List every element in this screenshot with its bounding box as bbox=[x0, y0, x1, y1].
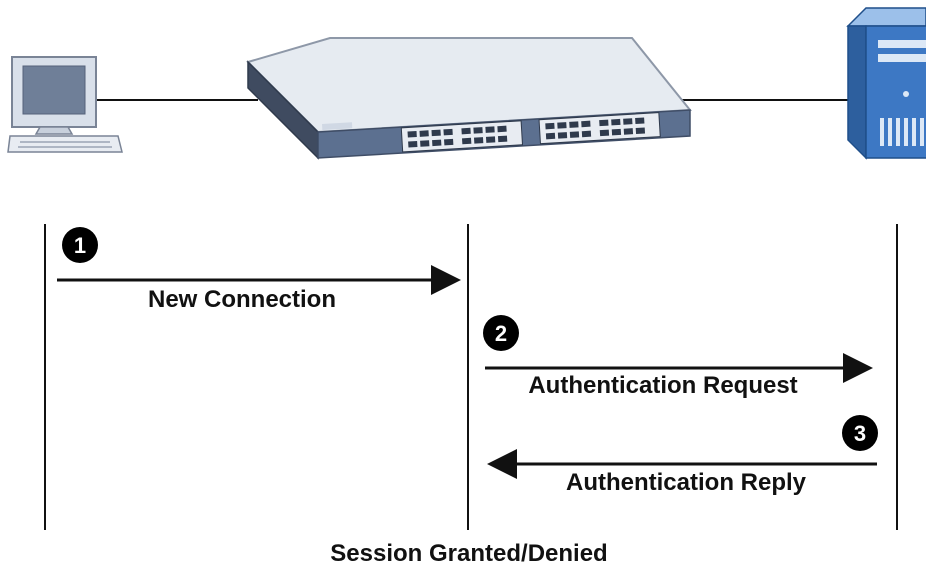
server-tower-icon bbox=[846, 7, 926, 160]
step-1-new-connection: 1 New Connection bbox=[57, 227, 461, 313]
message-label: Authentication Reply bbox=[566, 469, 807, 496]
step-number: 1 bbox=[74, 233, 86, 258]
computer-icon bbox=[7, 56, 123, 153]
network-switch-icon bbox=[246, 37, 692, 160]
step-3-authentication-reply: 3 Authentication Reply bbox=[487, 415, 878, 496]
step-badge bbox=[842, 415, 878, 451]
step-number: 2 bbox=[495, 321, 507, 346]
session-result-label: Session Granted/Denied bbox=[330, 540, 607, 567]
step-2-authentication-request: 2 Authentication Request bbox=[483, 315, 873, 399]
message-label: Authentication Request bbox=[528, 372, 797, 399]
step-badge bbox=[62, 227, 98, 263]
message-label: New Connection bbox=[148, 286, 336, 313]
step-number: 3 bbox=[854, 421, 866, 446]
step-badge bbox=[483, 315, 519, 351]
